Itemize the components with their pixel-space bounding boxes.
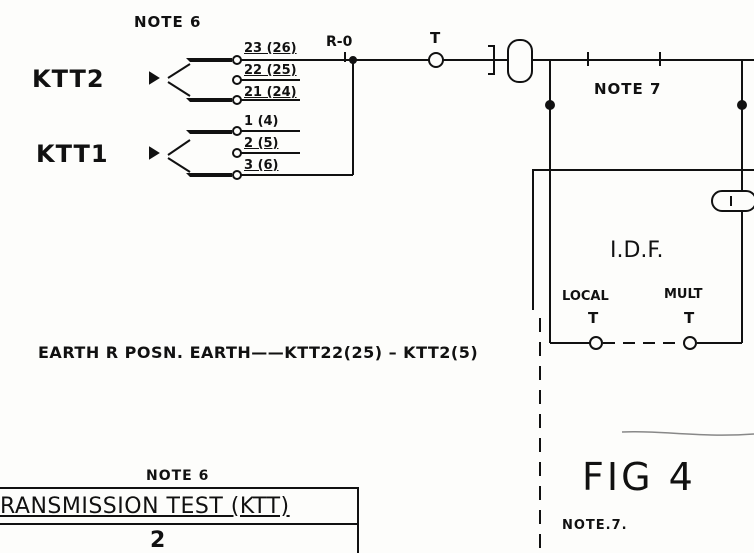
mult-label: MULT [664,287,703,302]
idf-label: I.D.F. [610,238,664,263]
mult-terminal [683,336,697,350]
ktt2-pin-21: 21 (24) [244,85,297,100]
local-junction [545,100,555,110]
idf-fuse [711,190,754,212]
ktt1-spring-top [186,130,232,134]
ktt1-arrow [149,146,160,160]
title-block-box [0,487,359,553]
r0-junction [349,56,357,64]
ktt1-contact-1 [232,126,242,136]
ktt1-label: KTT1 [36,140,109,168]
ktt2-contact-23 [232,55,242,65]
plug-symbol [507,39,533,83]
idf-frame [532,169,754,310]
bracket [488,45,495,75]
local-t-label: T [588,309,599,327]
ktt1-pin-2: 2 (5) [244,136,279,151]
ktt1-pin-1: 1 (4) [244,114,279,129]
ktt1-contact-3 [232,170,242,180]
ktt2-label: KTT2 [32,65,105,93]
title-block-number: 2 [150,528,166,553]
ktt2-lever-bottom [167,81,191,97]
local-label: LOCAL [562,289,609,304]
note-7-bottom: NOTE.7. [562,518,628,533]
t-terminal-top [428,52,444,68]
local-terminal [589,336,603,350]
ink-stroke [621,430,754,436]
title-block-title: RANSMISSION TEST (KTT) [0,494,290,519]
ktt2-pin-22: 22 (25) [244,63,297,78]
note-6-bottom: NOTE 6 [146,468,210,484]
ktt2-contact-21 [232,95,242,105]
ktt1-spring-bottom [186,173,232,177]
ktt2-lever-top [167,63,191,79]
ktt1-lever-bottom [167,157,191,173]
t-label-top: T [430,29,441,47]
earth-note: EARTH R POSN. EARTH——KTT22(25) – KTT2(5) [38,343,479,362]
ktt1-lever-top [167,139,191,156]
note-7-top: NOTE 7 [594,80,662,98]
ktt2-arrow [149,71,160,85]
ktt2-contact-22 [232,75,242,85]
ktt1-pin-3: 3 (6) [244,158,279,173]
mult-junction [737,100,747,110]
mult-t-label: T [684,309,695,327]
figure-label: FIG 4 [582,455,696,499]
r0-label: R-0 [326,34,353,50]
ktt2-pin-23: 23 (26) [244,41,297,56]
ktt2-spring-top [186,58,232,62]
note-6-top: NOTE 6 [134,13,202,31]
ktt1-contact-2 [232,148,242,158]
ktt2-spring-bottom [186,98,232,102]
